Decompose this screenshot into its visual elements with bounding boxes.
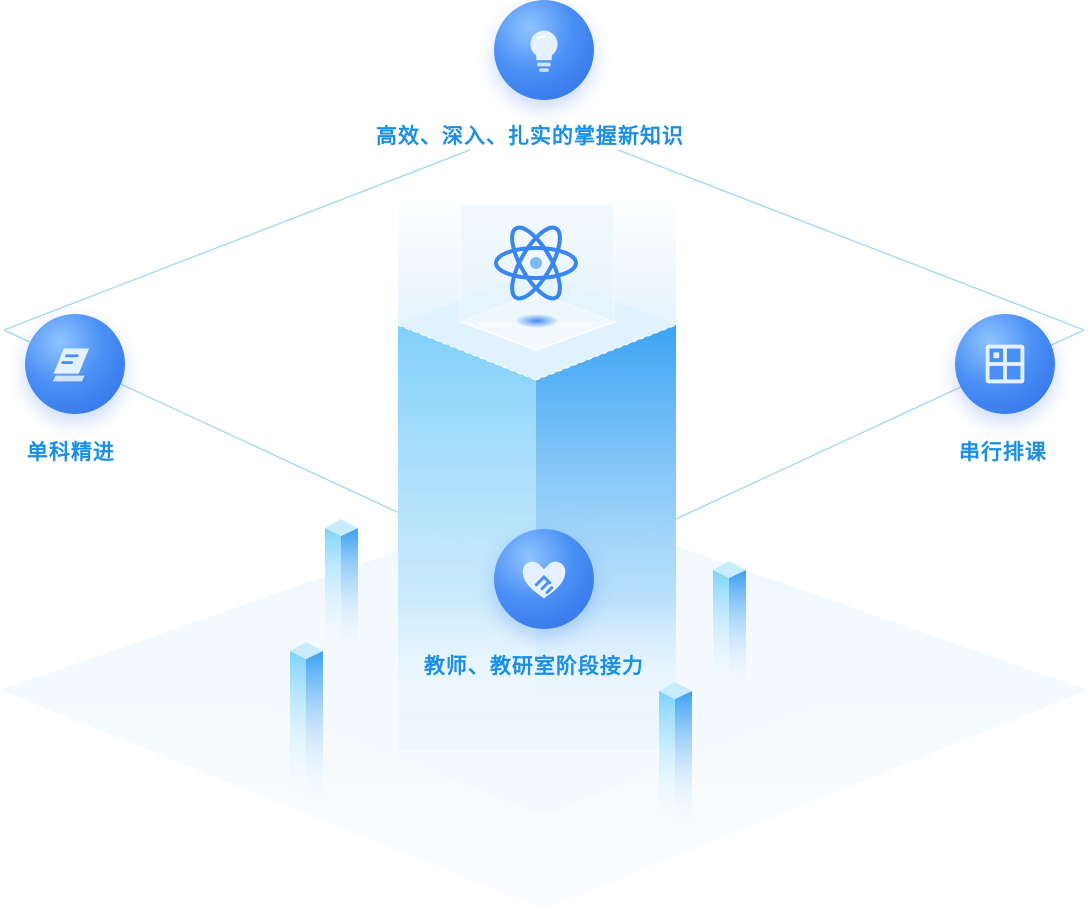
node-left-label: 单科精进: [27, 440, 115, 464]
node-left: [25, 314, 125, 414]
mini-pillar-2: [290, 642, 323, 810]
central-pillar: [397, 204, 677, 720]
book-icon: [52, 348, 90, 382]
mini-pillar-4: [659, 682, 692, 835]
node-top: [494, 0, 594, 100]
mini-pillar-1: [325, 519, 358, 660]
mini-pillar-3: [713, 561, 746, 700]
node-bottom: [494, 529, 594, 629]
node-right: [955, 314, 1055, 414]
node-top-label: 高效、深入、扎实的掌握新知识: [376, 124, 684, 148]
lightbulb-icon: [530, 30, 558, 72]
node-bottom-label: 教师、教研室阶段接力: [424, 654, 644, 678]
atom-icon: [494, 225, 578, 301]
grid-schedule-icon: [985, 344, 1025, 384]
node-right-label: 串行排课: [959, 440, 1047, 464]
handshake-heart-icon: [522, 561, 566, 599]
